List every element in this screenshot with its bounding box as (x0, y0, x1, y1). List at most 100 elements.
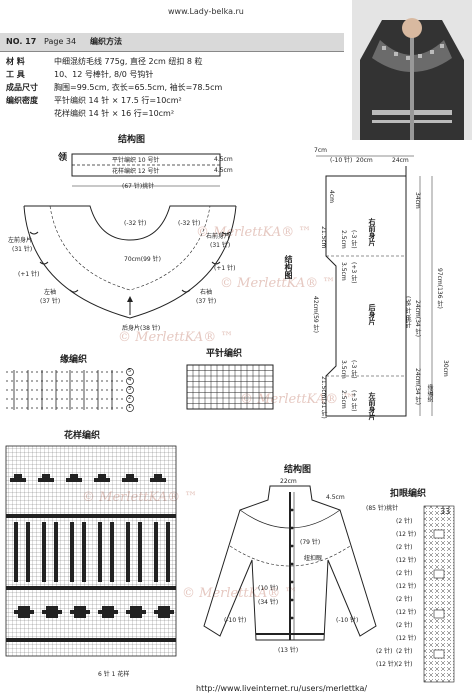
increase-left: (+1 针) (18, 271, 40, 278)
back-piece: 后身片 (368, 304, 376, 325)
left-front-piece: 左前身片 (368, 392, 376, 420)
site-url: www.Lady-belka.ru (168, 7, 244, 16)
body-dim: 97cm(136 针) (436, 268, 443, 309)
watermark: © MerlettKA® ™ (196, 225, 312, 240)
body-dim: 42cm(59 针) (312, 296, 319, 334)
page-ref: Page 34 (44, 37, 77, 46)
buttonhole-label: (12 针) (396, 583, 417, 590)
section-title: 编织方法 (90, 37, 122, 46)
spec-label: 编织密度 (6, 96, 38, 105)
body-dim: (-10 针) (330, 157, 353, 164)
body-dim: (+3 针) (350, 262, 357, 284)
sweater-photo (352, 0, 472, 140)
body-dim: 7cm (314, 147, 327, 154)
collar-width: (67 针)挑针 (122, 183, 155, 190)
pattern-repeat-label: 6 针 1 花样 (98, 671, 130, 678)
buttonhole-label: (2 针) (396, 518, 413, 525)
left-sleeve-label: 左袖 (44, 289, 57, 296)
buttonhole-label: (2 针) (396, 544, 413, 551)
edge-row-number: 3 (128, 386, 132, 392)
buttonhole-label: (2 针) (396, 622, 413, 629)
cardigan-buttonhole: 纽扣眼 (304, 555, 323, 562)
cardigan-bottom-dec: (-10 针) (224, 617, 247, 624)
body-dim: (-3 针) (350, 230, 357, 249)
watermark: © MerlettKA® ™ (118, 330, 234, 345)
body-dim: 21.5cm (320, 226, 327, 249)
cardigan-bottom-dec: (-10 针) (336, 617, 359, 624)
buttonhole-label: (85 针)挑针 (366, 505, 399, 512)
collar-text-plain: 平针编织 10 号针 (112, 157, 160, 164)
body-dim: 24cm(34 针) (414, 300, 421, 338)
spec-value: 胸围=99.5cm, 衣长=65.5cm, 袖长=78.5cm (54, 83, 223, 92)
edge-row-number: 1 (128, 404, 132, 410)
cardigan-collar-height: 4.5cm (326, 494, 345, 501)
cardigan-collar-st: (10 针) (258, 585, 279, 592)
spec-value: 10、12 号棒针, 8/0 号钩针 (54, 70, 154, 79)
buttonhole-label: (12 针) (396, 609, 417, 616)
spec-label: 材 料 (6, 57, 25, 66)
body-dim: (+3 针) (350, 390, 357, 412)
body-dim: 20cm (356, 157, 373, 164)
right-front-label: 右前身片 (206, 233, 231, 240)
watermark: © MerlettKA® ™ (182, 586, 298, 601)
buttonhole-label: (2 针) (376, 648, 393, 655)
body-dim: 24cm (392, 157, 409, 164)
pattern-chart (5, 445, 177, 657)
body-dim: (-3 针) (350, 360, 357, 379)
right-sleeve-label: 右袖 (200, 289, 213, 296)
spec-label: 工 具 (6, 70, 25, 79)
body-dim: 缘编织 (426, 384, 433, 402)
buttonhole-label: (2 针) (396, 661, 413, 668)
body-dim: 3.5cm (340, 262, 347, 281)
collar-dim1: 4.5cm (214, 156, 233, 163)
edge-row-number: 4 (128, 377, 132, 383)
body-dim: (38 针)挑针 (404, 296, 411, 329)
collar-diagram-title: 结构图 (118, 135, 146, 145)
left-sleeve-st: (37 针) (40, 298, 61, 305)
left-front-st: (31 针) (12, 246, 33, 253)
spec-value: 花样编织 14 针 × 16 行=10cm² (54, 109, 175, 118)
collar-text-pattern: 花样编织 12 号针 (112, 168, 160, 175)
edge-chart-title: 缘编织 (60, 355, 88, 365)
buttonhole-label: (2 针) (396, 596, 413, 603)
buttonhole-label: (12 针) (396, 557, 417, 564)
buttonhole-chart (423, 505, 455, 683)
neck-st: (-32 针) (124, 220, 147, 227)
cardigan-diagram (203, 485, 377, 641)
header-bar (0, 33, 344, 52)
cardigan-bottom: (13 针) (278, 647, 299, 654)
spec-label: 成品尺寸 (6, 83, 38, 92)
body-dim: 34cm (414, 192, 421, 209)
pattern-chart-title: 花样编织 (64, 431, 101, 441)
buttonhole-label: (12 针) (376, 661, 397, 668)
buttonhole-label: (2 针) (396, 570, 413, 577)
left-front-label: 左前身片 (8, 237, 33, 244)
plain-chart (186, 364, 274, 410)
buttonhole-chart-title: 扣眼编织 (390, 489, 427, 499)
watermark: © MerlettKA® ™ (220, 276, 336, 291)
body-dim: 24cm(34 针) (414, 368, 421, 406)
body-dim: 2.5cm (340, 390, 347, 409)
page-number: 33 (440, 507, 451, 516)
body-diagram (316, 155, 433, 417)
spec-value: 中细混纺毛线 775g, 直径 2cm 纽扣 8 粒 (54, 57, 203, 66)
cardigan-sleeve-st: (34 针) (258, 599, 279, 606)
spec-value: 平针编织 14 针 × 17.5 行=10cm² (54, 96, 182, 105)
body-dim: 3.5cm (340, 360, 347, 379)
sweater-photo-image (352, 0, 472, 140)
footer-url[interactable]: http://www.liveinternet.ru/users/merlett… (196, 684, 368, 693)
body-dim: 2.5cm (340, 230, 347, 249)
cardigan-front-band: (79 针) (300, 539, 321, 546)
body-dim: 21.5cm(31 针) (320, 376, 327, 419)
collar-dim2: 4.5cm (214, 167, 233, 174)
body-dim: 4cm (328, 190, 335, 203)
right-front-piece: 右前身片 (368, 218, 376, 246)
yoke-round: 70cm(99 针) (124, 256, 162, 263)
right-sleeve-st: (37 针) (196, 298, 217, 305)
buttonhole-label: (12 针) (396, 635, 417, 642)
buttonhole-label: (2 针) (396, 648, 413, 655)
plain-chart-title: 平针编织 (206, 349, 243, 359)
cardigan-diagram-title: 结构图 (284, 465, 312, 475)
collar-label: 领 (58, 153, 68, 163)
model-number: NO. 17 (6, 37, 37, 46)
